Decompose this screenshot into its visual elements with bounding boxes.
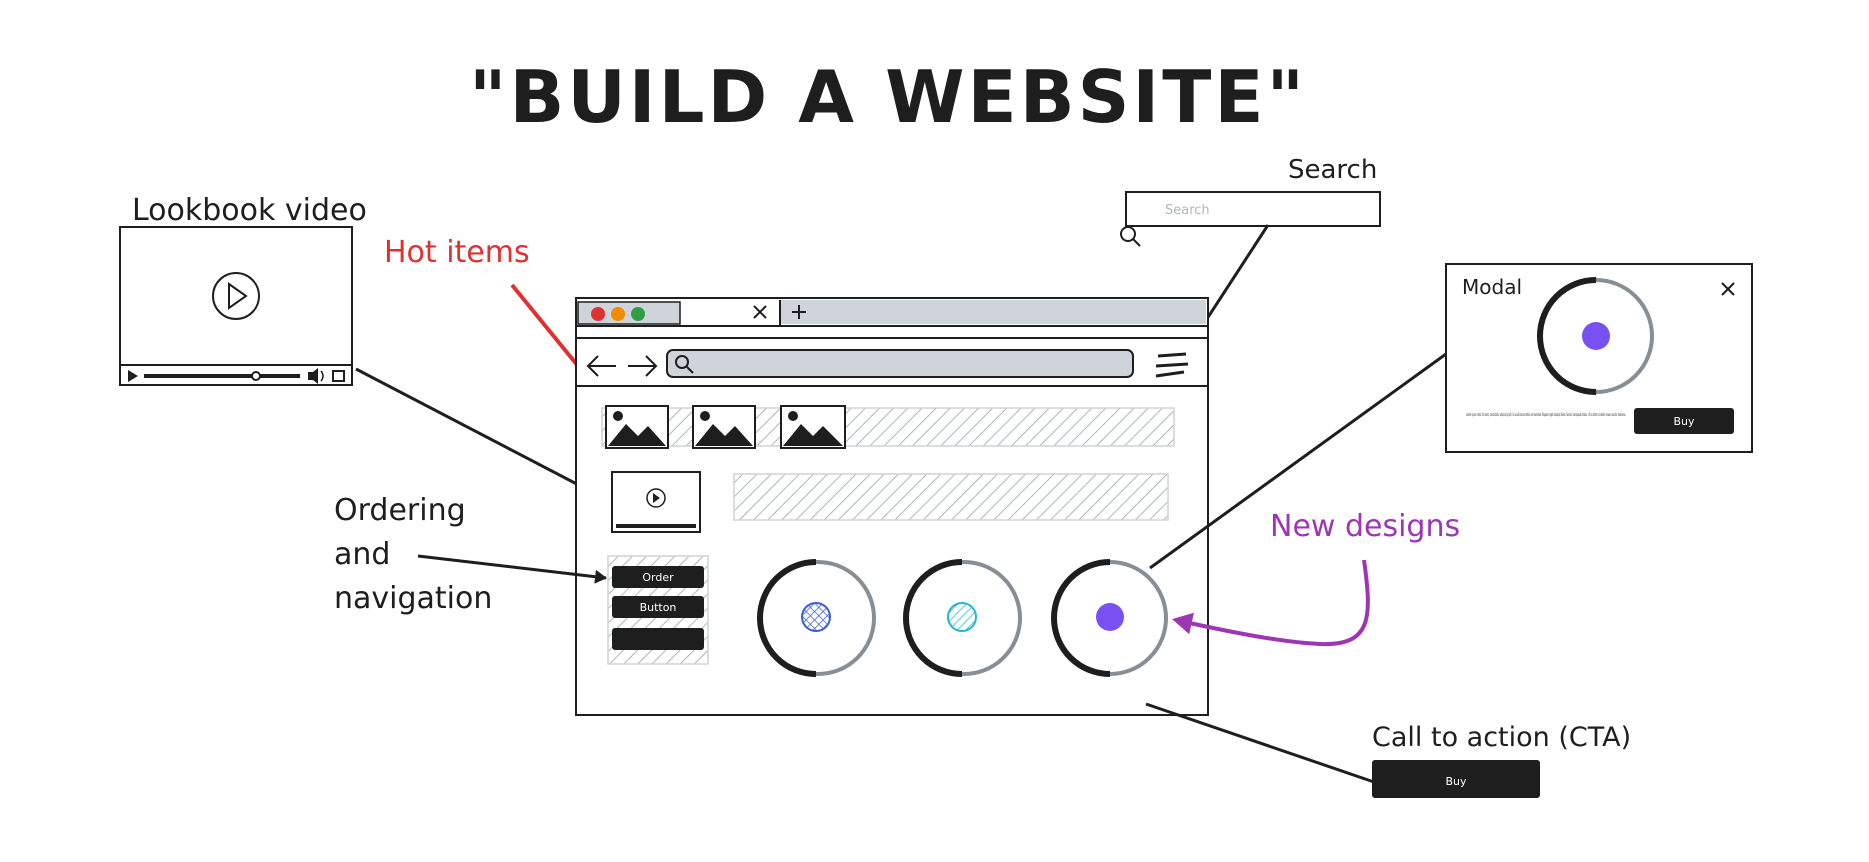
- tab-close-icon[interactable]: [753, 305, 767, 319]
- maximize-window-dot[interactable]: [631, 307, 645, 321]
- button-button[interactable]: Button: [612, 596, 704, 618]
- lookbook-label: Lookbook video: [132, 193, 367, 228]
- image-icon[interactable]: [605, 405, 669, 449]
- cta-buy-button[interactable]: Buy: [1372, 760, 1540, 798]
- back-arrow-icon[interactable]: [586, 355, 616, 377]
- minimize-window-dot[interactable]: [611, 307, 625, 321]
- video-progress-bar[interactable]: [144, 374, 300, 378]
- play-icon[interactable]: [212, 272, 260, 320]
- content-block: [733, 473, 1169, 521]
- order-button[interactable]: Order: [612, 566, 704, 588]
- svg-text:Button: Button: [640, 601, 677, 614]
- new-designs-arrow: [1172, 559, 1370, 647]
- modal-body-text: Lorem ipsum dolor sit amet, consectetur …: [1466, 412, 1626, 417]
- ordering-label-line2: and: [334, 537, 390, 572]
- image-icon[interactable]: [780, 405, 846, 449]
- cta-label: Call to action (CTA): [1372, 722, 1631, 753]
- new-tab-icon[interactable]: [792, 305, 806, 319]
- svg-text:Order: Order: [642, 571, 674, 584]
- search-placeholder: Search: [1165, 203, 1210, 218]
- address-bar[interactable]: [666, 349, 1134, 378]
- close-window-dot[interactable]: [591, 307, 605, 321]
- svg-text:Buy: Buy: [1445, 775, 1467, 788]
- embedded-video[interactable]: [611, 471, 701, 533]
- search-label: Search: [1288, 155, 1377, 185]
- hot-items-label: Hot items: [384, 235, 530, 270]
- browser-window: Order Button: [575, 297, 1209, 716]
- new-designs-label: New designs: [1270, 509, 1460, 544]
- address-search-icon: [675, 355, 694, 374]
- design-card-violet[interactable]: [1051, 559, 1168, 677]
- tab-strip: [780, 300, 1206, 324]
- modal-connector: [1149, 352, 1447, 570]
- nav-button-empty[interactable]: [612, 628, 704, 650]
- svg-text:Buy: Buy: [1673, 415, 1695, 428]
- forward-arrow-icon[interactable]: [628, 355, 658, 377]
- play-icon[interactable]: [646, 488, 666, 508]
- search-icon[interactable]: [1120, 226, 1141, 247]
- fullscreen-icon[interactable]: [332, 370, 345, 382]
- modal-label: Modal: [1462, 275, 1522, 299]
- page-title: "BUILD A WEBSITE": [469, 55, 1307, 139]
- modal-widget[interactable]: Modal Lorem ipsum dolor sit amet, consec…: [1445, 263, 1753, 453]
- lookbook-video-widget[interactable]: [119, 226, 353, 386]
- search-field[interactable]: Search: [1125, 191, 1381, 227]
- ordering-arrow: [417, 554, 607, 584]
- image-icon[interactable]: [692, 405, 756, 449]
- hot-items-row: [601, 407, 1175, 447]
- ordering-label-line3: navigation: [334, 581, 492, 616]
- lookbook-connector: [355, 367, 618, 507]
- hamburger-icon[interactable]: [1155, 352, 1189, 378]
- volume-icon[interactable]: [308, 368, 324, 384]
- design-card-blue[interactable]: [757, 559, 876, 677]
- design-card-cyan[interactable]: [903, 559, 1022, 677]
- modal-buy-button[interactable]: Buy: [1634, 408, 1734, 434]
- ordering-label-line1: Ordering: [334, 493, 466, 528]
- cta-connector: [1145, 702, 1375, 784]
- close-icon[interactable]: [1721, 282, 1735, 296]
